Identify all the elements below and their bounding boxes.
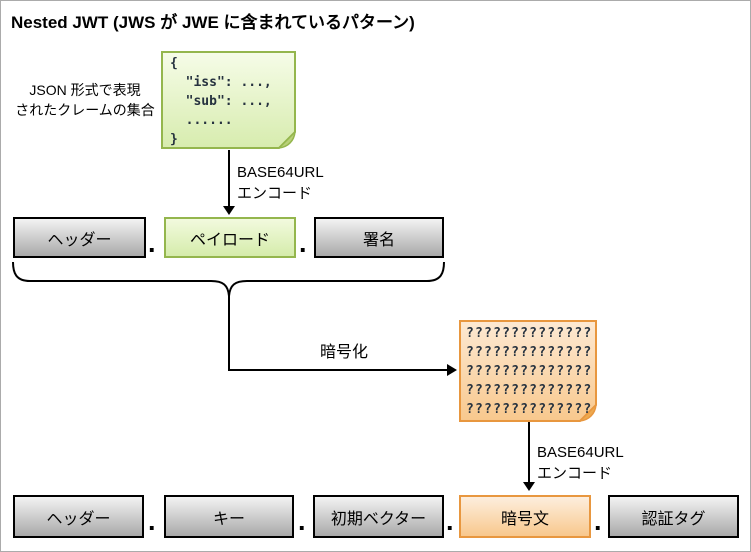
jwe-authtag-box: 認証タグ xyxy=(608,495,739,538)
dot-separator: . xyxy=(298,506,306,536)
claims-note: { "iss": ..., "sub": ..., ...... } xyxy=(161,51,296,149)
jws-payload-box: ペイロード xyxy=(164,217,296,258)
page-title: Nested JWT (JWS が JWE に含まれているパターン) xyxy=(11,13,415,32)
encrypt-connector-line xyxy=(228,296,447,371)
jws-signature-label: 署名 xyxy=(362,231,395,249)
claims-note-shape xyxy=(161,51,296,149)
underbrace xyxy=(12,261,445,297)
jwe-authtag-label: 認証タグ xyxy=(641,510,706,528)
ciphertext-note-shape xyxy=(459,320,597,422)
jwe-key-label: キー xyxy=(212,510,245,528)
encrypt-label: 暗号化 xyxy=(319,344,368,361)
jwe-ciphertext-box: 暗号文 xyxy=(459,495,591,538)
encode-bottom-label: BASE64URL エンコード xyxy=(537,442,624,484)
jwe-header-label: ヘッダー xyxy=(46,510,111,528)
claims-note-text: { "iss": ..., "sub": ..., ...... } xyxy=(170,56,272,147)
claims-description-line1: JSON 形式で表現 xyxy=(29,82,141,98)
jws-header-label: ヘッダー xyxy=(47,231,112,249)
encode-top-label-line2: エンコード xyxy=(237,185,313,202)
encode-bottom-label-line1: BASE64URL xyxy=(537,444,624,461)
claims-description: JSON 形式で表現 されたクレームの集合 xyxy=(13,80,157,120)
jwe-header-box: ヘッダー xyxy=(13,495,144,538)
dot-separator: . xyxy=(299,228,307,258)
encode-top-label-line1: BASE64URL xyxy=(237,164,324,181)
dot-separator: . xyxy=(148,228,156,258)
encode-bottom-arrow-head xyxy=(523,482,535,491)
dot-separator: . xyxy=(446,506,454,536)
ciphertext-note-text: ?????????????? ?????????????? ??????????… xyxy=(466,326,593,417)
jwe-ciphertext-label: 暗号文 xyxy=(500,510,549,528)
jwe-iv-box: 初期ベクター xyxy=(313,495,444,538)
encode-top-arrow-head xyxy=(223,206,235,215)
encrypt-arrow-head xyxy=(447,364,457,376)
ciphertext-note: ?????????????? ?????????????? ??????????… xyxy=(459,320,597,422)
encode-bottom-label-line2: エンコード xyxy=(537,465,613,482)
claims-description-line2: されたクレームの集合 xyxy=(15,102,155,118)
jwe-iv-label: 初期ベクター xyxy=(330,510,427,528)
jwe-key-box: キー xyxy=(164,495,294,538)
encode-top-label: BASE64URL エンコード xyxy=(237,162,324,204)
jws-header-box: ヘッダー xyxy=(13,217,146,258)
jws-payload-label: ペイロード xyxy=(189,231,270,249)
dot-separator: . xyxy=(148,506,156,536)
jws-signature-box: 署名 xyxy=(314,217,444,258)
dot-separator: . xyxy=(594,506,602,536)
